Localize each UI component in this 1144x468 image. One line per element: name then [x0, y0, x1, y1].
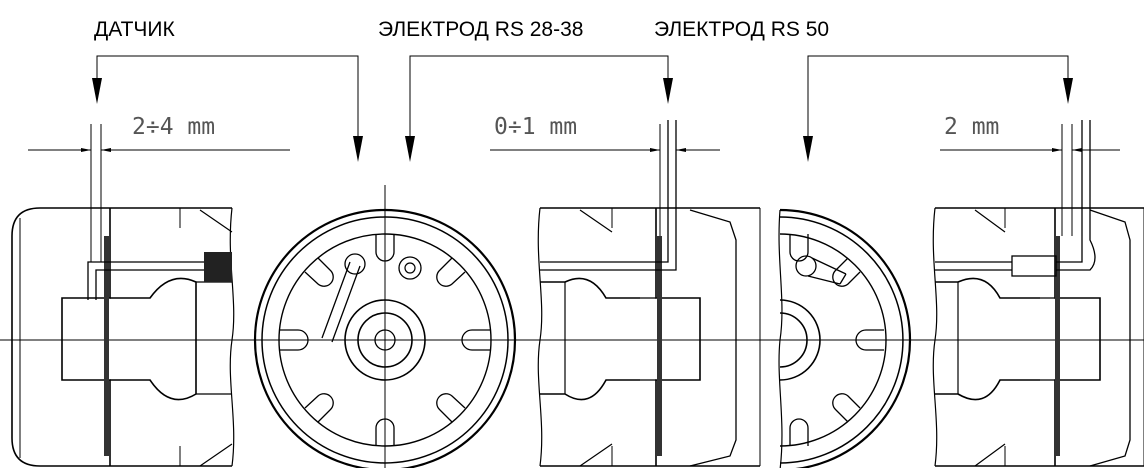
electrode-rs50-gap-dimension: 2 mm: [944, 114, 1000, 140]
front-view-right: [778, 208, 912, 468]
electrode-b-rod: [935, 120, 1096, 277]
electrode-rs50-label: ЭЛЕКТРОД RS 50: [654, 18, 830, 41]
sensor-rod: [87, 261, 210, 300]
middle-side-view: [537, 207, 761, 467]
right-side-view: [932, 207, 1144, 467]
electrode-a-dim-lines: [490, 124, 720, 236]
electrode-a-rod: [540, 120, 677, 271]
sensor-dim-lines: [28, 124, 290, 262]
leader-lines: [96, 55, 1069, 150]
electrode-b-dim-lines: [940, 124, 1120, 236]
sensor-gap-dimension: 2÷4 mm: [132, 114, 216, 140]
left-side-view: [11, 207, 235, 467]
sensor-label: ДАТЧИК: [94, 18, 175, 41]
leader-arrowheads: [92, 78, 1073, 162]
electrode-rs28-38-label: ЭЛЕКТРОД RS 28-38: [378, 18, 584, 41]
sensor-head: [204, 252, 232, 282]
sensor-disk-hatch: [104, 236, 109, 456]
electrode-a-disk-hatch: [657, 236, 662, 456]
arrow-down-icon: [803, 136, 813, 162]
electrode-b-disk-hatch: [1055, 236, 1060, 456]
arrow-down-icon: [405, 136, 415, 162]
arrow-down-icon: [1063, 78, 1073, 104]
electrode-rs28-38-gap-dimension: 0÷1 mm: [494, 114, 578, 140]
arrow-down-icon: [353, 136, 363, 162]
arrow-down-icon: [663, 78, 673, 104]
arrow-down-icon: [92, 78, 102, 104]
